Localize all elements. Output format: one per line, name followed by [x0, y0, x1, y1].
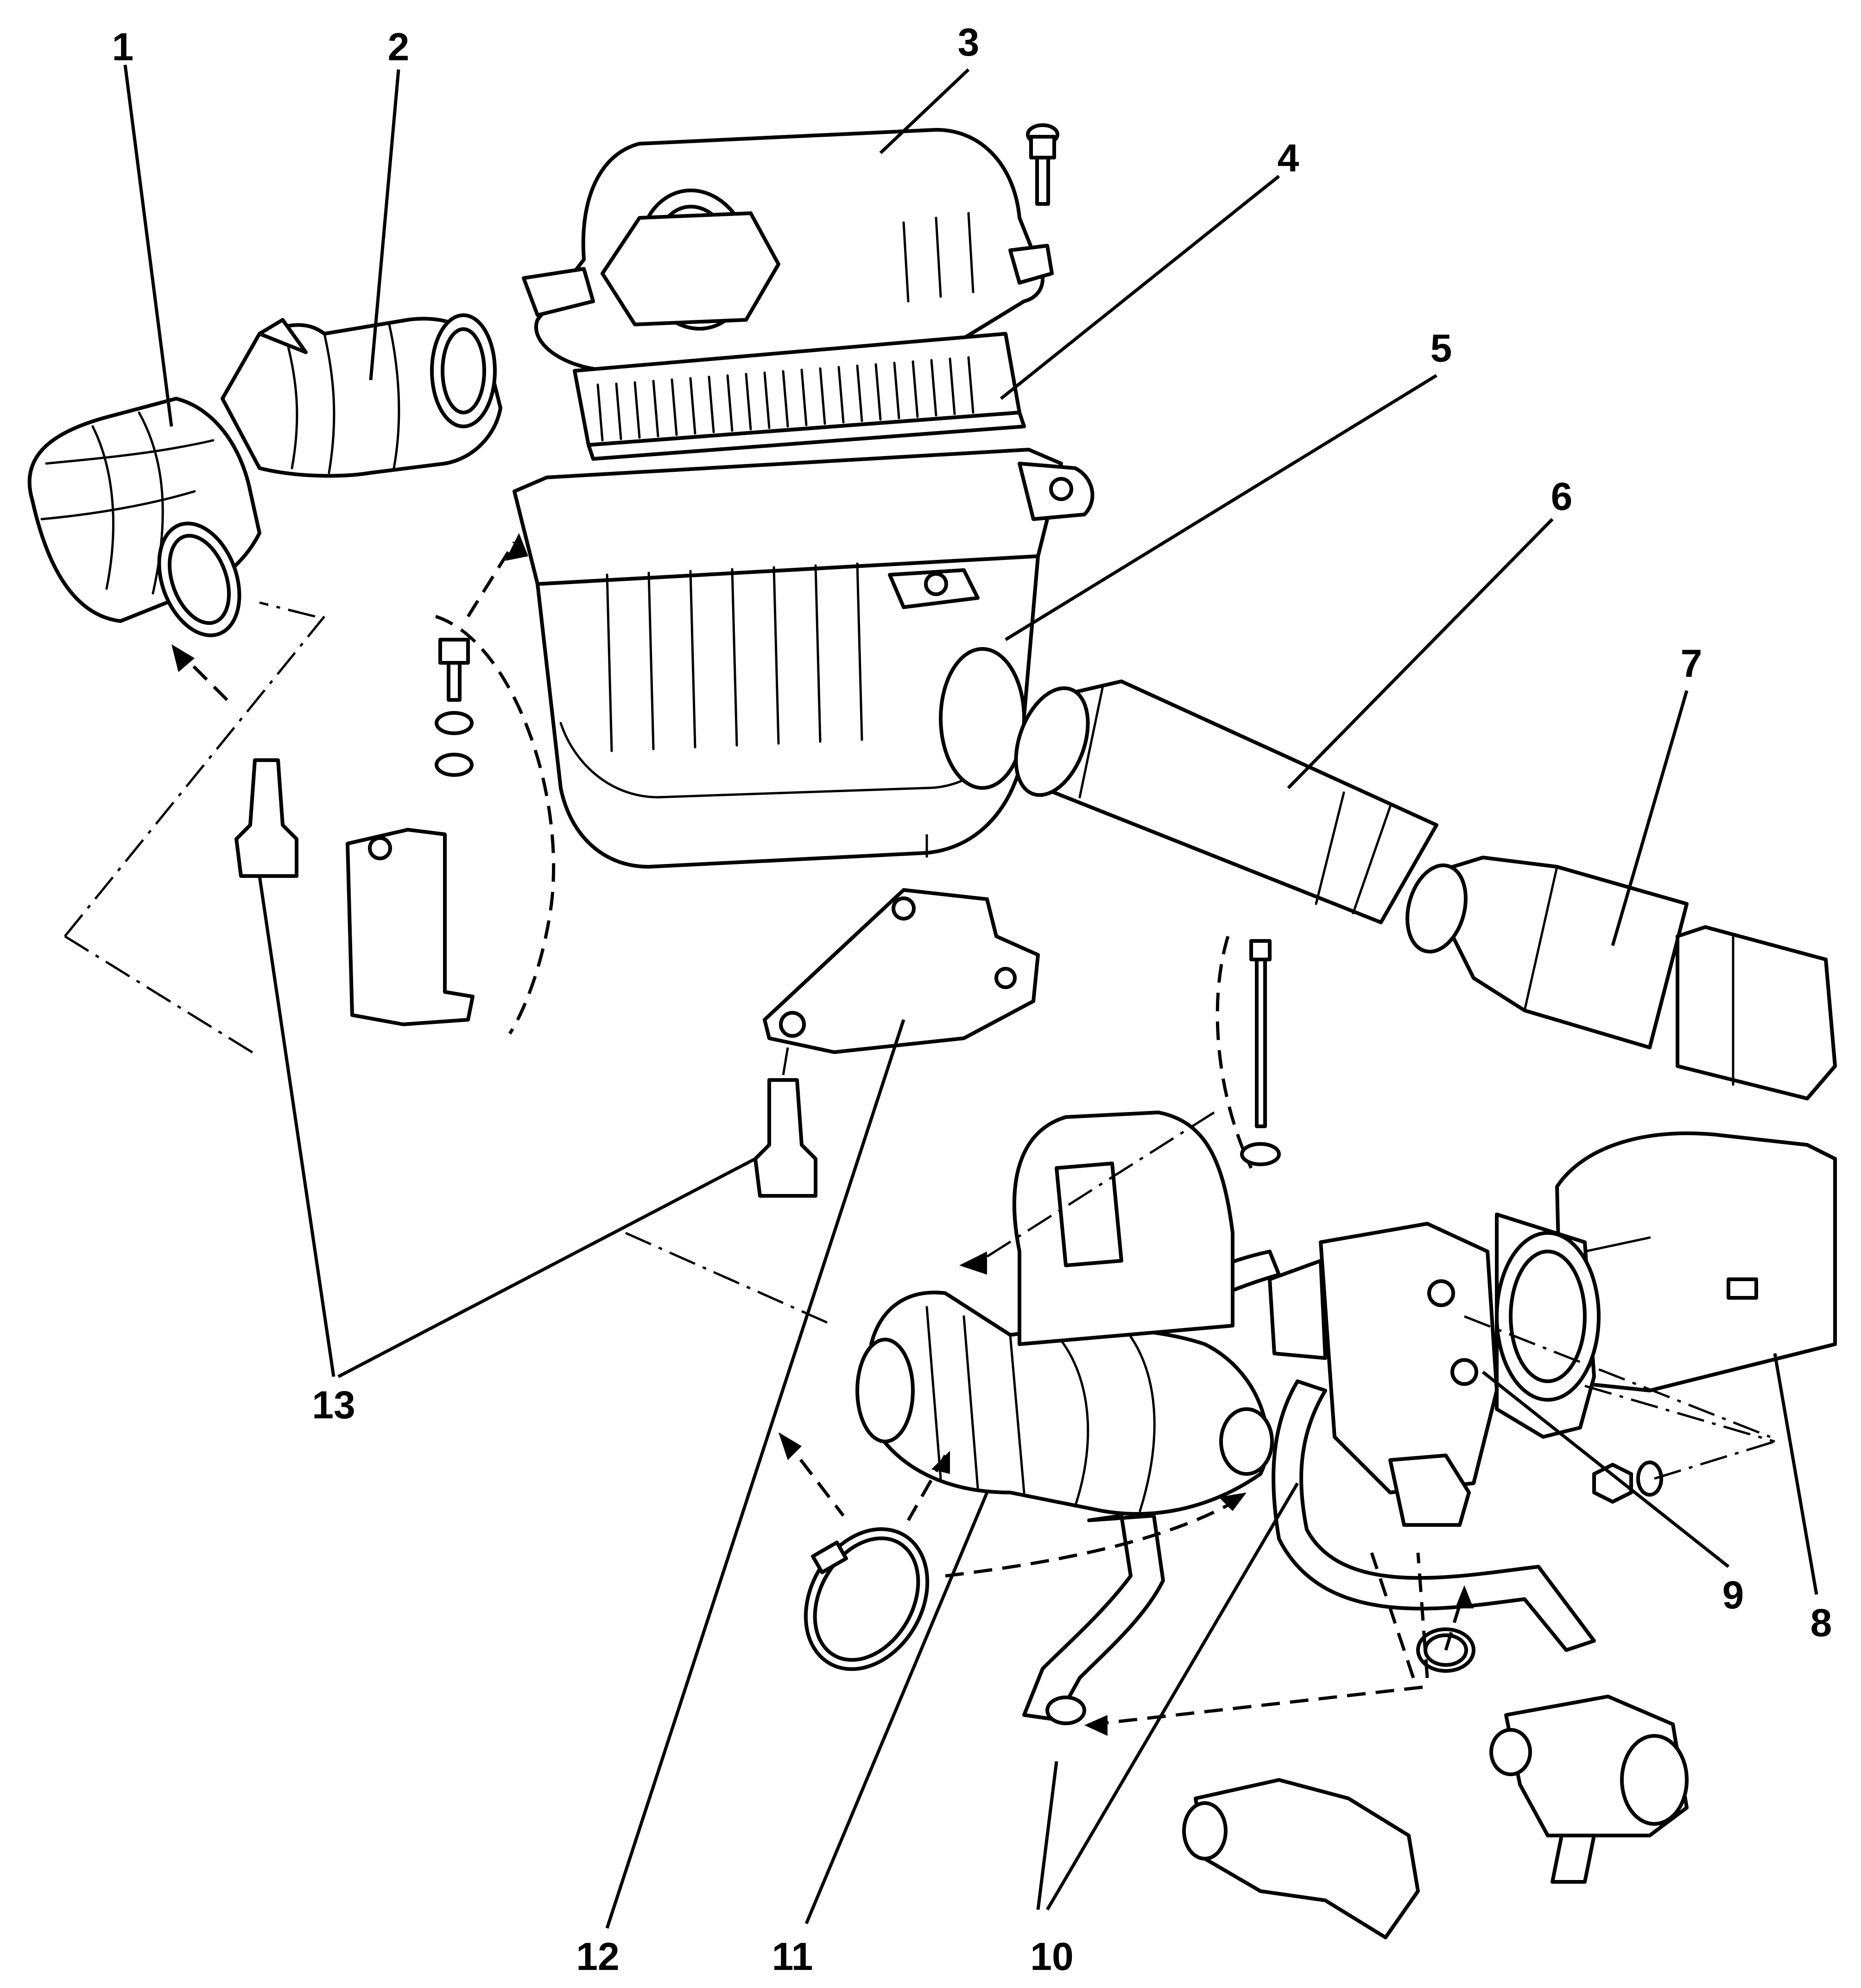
callout-8: 8 — [1810, 1601, 1832, 1645]
long-bolt — [1240, 939, 1281, 1166]
part-air-box-housing — [513, 448, 1095, 869]
part-elbow-intake-hose — [27, 397, 261, 637]
hose-bracket — [1012, 1111, 1234, 1346]
part-filter-element — [573, 332, 1026, 461]
part-rubber-mount-center — [753, 1078, 817, 1198]
callout-13: 13 — [312, 1383, 355, 1427]
callout-11: 11 — [772, 1935, 813, 1978]
callout-9: 9 — [1722, 1573, 1744, 1617]
part-connecting-tube — [1014, 680, 1438, 924]
filter-pleats — [596, 356, 975, 442]
thermostat-housing — [1489, 1695, 1689, 1884]
part-intake-duct — [221, 313, 502, 478]
callout-10: 10 — [1030, 1935, 1073, 1978]
part-support-bracket — [763, 888, 1040, 1054]
hose-clamp-large — [804, 1527, 930, 1671]
nut-and-washer — [1592, 1461, 1663, 1504]
bolt-and-washers — [435, 638, 474, 777]
part-air-box-cover — [522, 128, 1054, 386]
callout-1: 1 — [112, 25, 134, 69]
cover-screw — [1026, 123, 1059, 206]
part-throttle-body — [1268, 1222, 1499, 1527]
callout-labels: 1 2 3 4 5 6 7 8 9 10 11 12 13 — [112, 20, 1832, 1978]
housing-ribs — [606, 562, 863, 752]
callout-2: 2 — [388, 25, 410, 69]
coolant-outlet-pipe — [1182, 1778, 1420, 1939]
small-bracket — [346, 828, 475, 1026]
callout-12: 12 — [576, 1935, 619, 1978]
callout-5: 5 — [1431, 326, 1452, 370]
part-lower-intake-hose — [855, 1290, 1274, 1516]
part-air-flow-meter — [1405, 856, 1837, 1100]
callout-4: 4 — [1278, 136, 1299, 180]
part-rubber-mount-left — [234, 758, 298, 878]
part-manifold-and-gasket — [1495, 1131, 1837, 1439]
callout-6: 6 — [1551, 475, 1573, 518]
leader-lines — [123, 64, 1818, 1929]
callout-7: 7 — [1681, 641, 1703, 685]
arrow-heads — [171, 533, 1474, 1736]
callout-3: 3 — [958, 20, 980, 64]
